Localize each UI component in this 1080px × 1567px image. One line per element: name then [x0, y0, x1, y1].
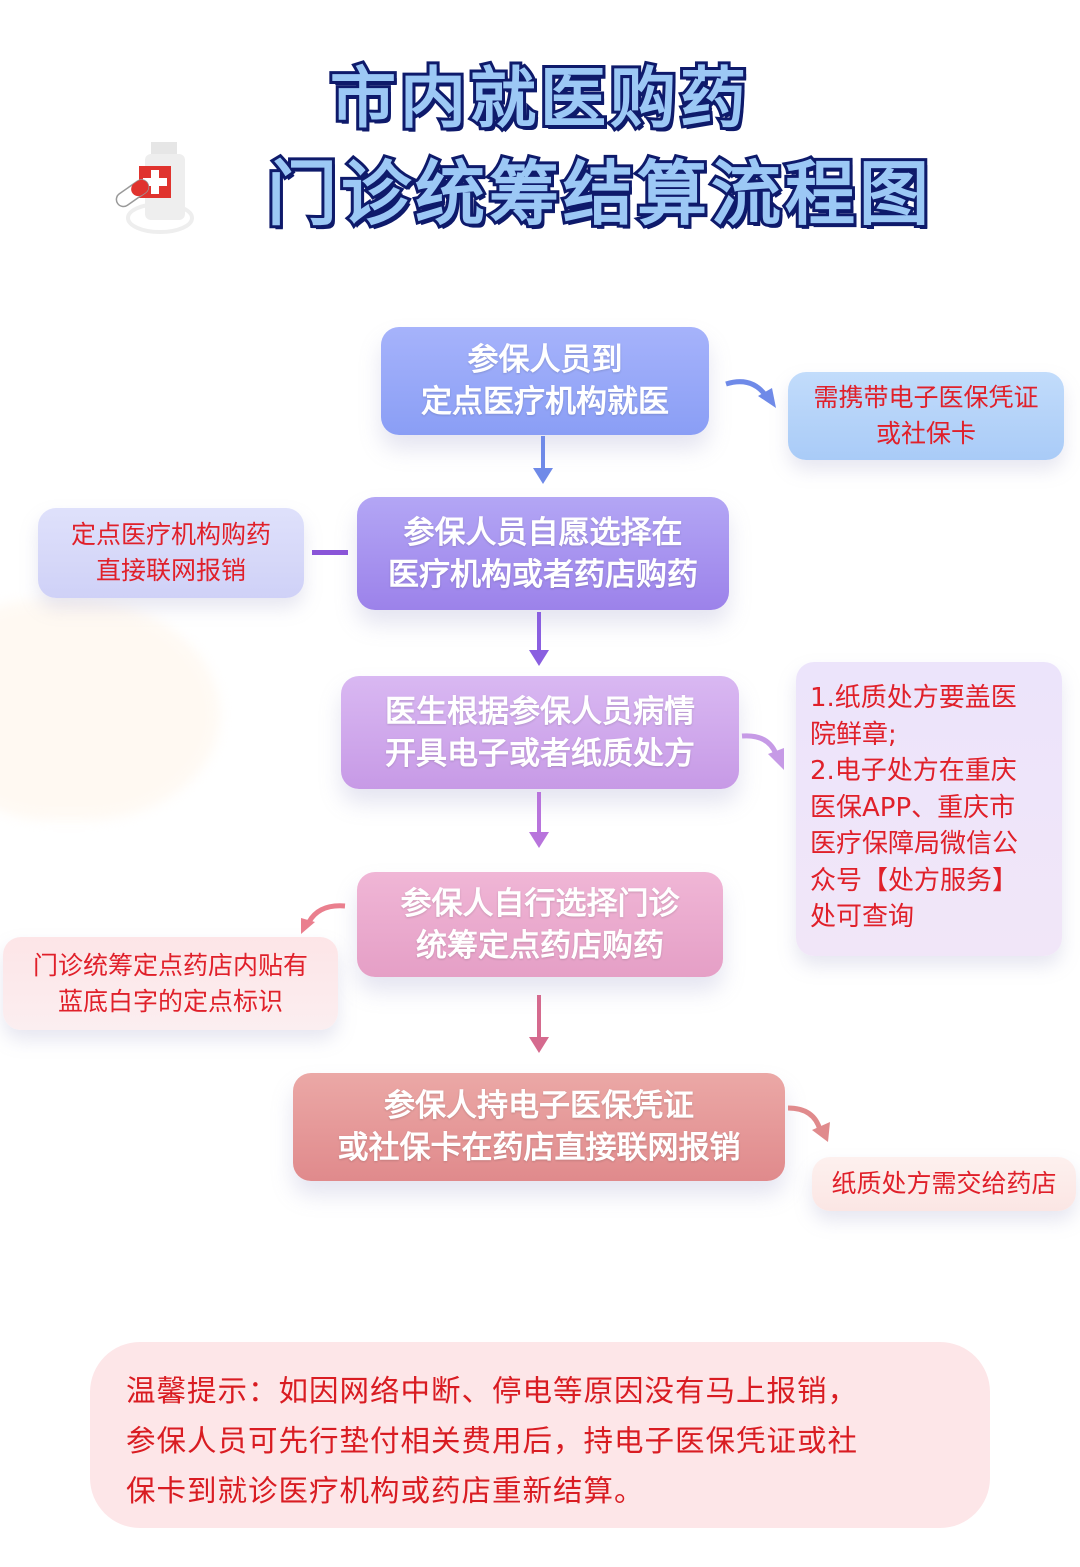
medicine-kit-icon	[115, 142, 194, 234]
step4-line2: 统筹定点药店购药	[416, 927, 664, 964]
curved-arrow-icon	[741, 733, 784, 770]
step2-line1: 参保人员自愿选择在	[403, 514, 683, 551]
step5-line1: 参保人持电子医保凭证	[384, 1088, 694, 1124]
note2-line2: 直接联网报销	[95, 556, 246, 585]
background-decoration	[0, 600, 220, 820]
step4-line1: 参保人自行选择门诊	[400, 885, 680, 922]
note4-line1: 门诊统筹定点药店内贴有	[32, 950, 308, 980]
arrow-down-icon	[529, 612, 549, 666]
arrow-down-icon	[533, 436, 553, 484]
step3-line1: 医生根据参保人员病情	[385, 693, 695, 730]
flow-step-3: 医生根据参保人员病情 开具电子或者纸质处方	[341, 676, 739, 789]
step2-line2: 医疗机构或者药店购药	[388, 556, 698, 593]
curved-arrow-icon	[725, 379, 776, 408]
note-hospital-purchase: 定点医疗机构购药 直接联网报销	[38, 508, 304, 598]
flow-step-4: 参保人自行选择门诊 统筹定点药店购药	[357, 872, 723, 977]
step1-line2: 定点医疗机构就医	[421, 384, 669, 420]
note-paper-prescription: 纸质处方需交给药店	[812, 1157, 1076, 1211]
note-prescription-rules: 1.纸质处方要盖医 院鲜章; 2.电子处方在重庆 医保APP、重庆市 医疗保障局…	[796, 662, 1062, 956]
tip-line3: 保卡到就诊医疗机构或药店重新结算。	[126, 1474, 645, 1508]
note3-line1: 1.纸质处方要盖医	[810, 683, 1017, 713]
connector-line	[312, 550, 348, 555]
flow-step-5: 参保人持电子医保凭证 或社保卡在药店直接联网报销	[293, 1073, 785, 1181]
curved-arrow-icon	[301, 903, 346, 934]
note1-line2: 或社保卡	[875, 419, 976, 448]
arrow-down-icon	[529, 792, 549, 848]
note-bring-credentials: 需携带电子医保凭证 或社保卡	[788, 372, 1064, 460]
note3-line5: 医疗保障局微信公	[810, 829, 1019, 859]
note3-line6: 众号【处方服务】	[810, 865, 1019, 896]
step5-line2: 或社保卡在药店直接联网报销	[337, 1130, 741, 1166]
step3-line2: 开具电子或者纸质处方	[385, 735, 695, 772]
note4-line2: 蓝底白字的定点标识	[57, 986, 283, 1016]
page-title-line2: 门诊统筹结算流程图	[264, 150, 933, 238]
curved-arrow-icon	[787, 1105, 830, 1142]
tip-line1: 温馨提示：如因网络中断、停电等原因没有马上报销，	[126, 1374, 859, 1408]
flow-step-2: 参保人员自愿选择在 医疗机构或者药店购药	[357, 497, 729, 610]
note2-line1: 定点医疗机构购药	[70, 520, 271, 549]
note3-line3: 2.电子处方在重庆	[810, 756, 1017, 786]
step1-line1: 参保人员到	[467, 342, 623, 378]
note5-line1: 纸质处方需交给药店	[831, 1169, 1057, 1198]
warm-tip-panel: 温馨提示：如因网络中断、停电等原因没有马上报销， 参保人员可先行垫付相关费用后，…	[90, 1342, 990, 1528]
note3-line2: 院鲜章;	[810, 719, 897, 750]
flow-step-1: 参保人员到 定点医疗机构就医	[381, 327, 709, 435]
tip-line2: 参保人员可先行垫付相关费用后，持电子医保凭证或社	[126, 1424, 859, 1458]
arrow-down-icon	[529, 995, 549, 1053]
note-pharmacy-sign: 门诊统筹定点药店内贴有 蓝底白字的定点标识	[3, 937, 338, 1030]
note3-line4: 医保APP、重庆市	[810, 792, 1016, 823]
page-title-line1: 市内就医购药	[327, 57, 750, 140]
note1-line1: 需携带电子医保凭证	[813, 383, 1039, 412]
note3-line7: 处可查询	[810, 902, 915, 932]
